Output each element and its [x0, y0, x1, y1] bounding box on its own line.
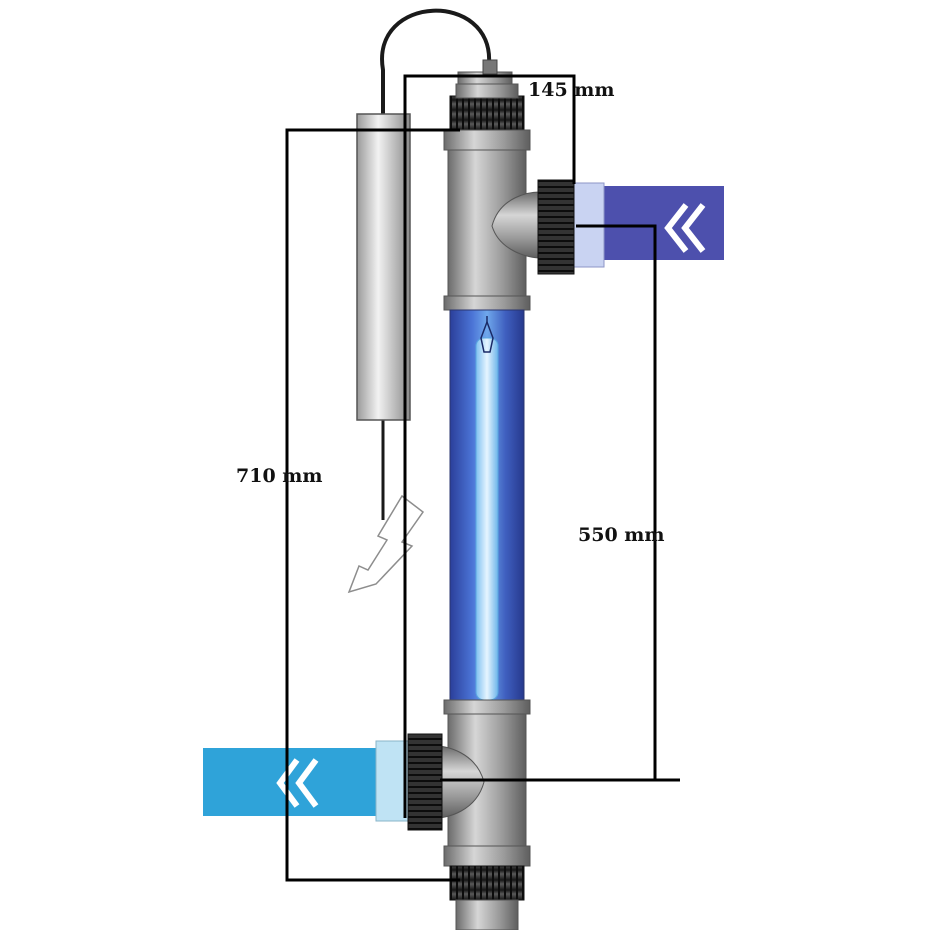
lightning-arrow-icon — [347, 494, 425, 594]
sterilizer-housing — [407, 59, 575, 931]
power-cable — [380, 8, 492, 520]
total-height-dimension-line — [285, 128, 460, 882]
dimension-lines — [285, 74, 680, 882]
uv-lamp — [475, 337, 499, 701]
total-height-label: 710 mm — [236, 465, 322, 487]
port-spacing-label: 550 mm — [578, 524, 664, 546]
bottom-nut — [449, 865, 525, 901]
port-spacing-dimension-line — [576, 224, 657, 780]
width-dimension-line — [403, 74, 576, 818]
outlet-flow-icon — [664, 203, 706, 253]
outlet-nut — [537, 179, 575, 275]
width-label: 145 mm — [528, 79, 614, 101]
inlet-nut — [407, 733, 443, 831]
top-nut — [449, 95, 525, 131]
ballast-box — [356, 113, 411, 421]
inlet-pipe — [203, 740, 411, 822]
inlet-flow-icon — [276, 758, 319, 808]
lamp-bulb-icon — [480, 316, 494, 353]
